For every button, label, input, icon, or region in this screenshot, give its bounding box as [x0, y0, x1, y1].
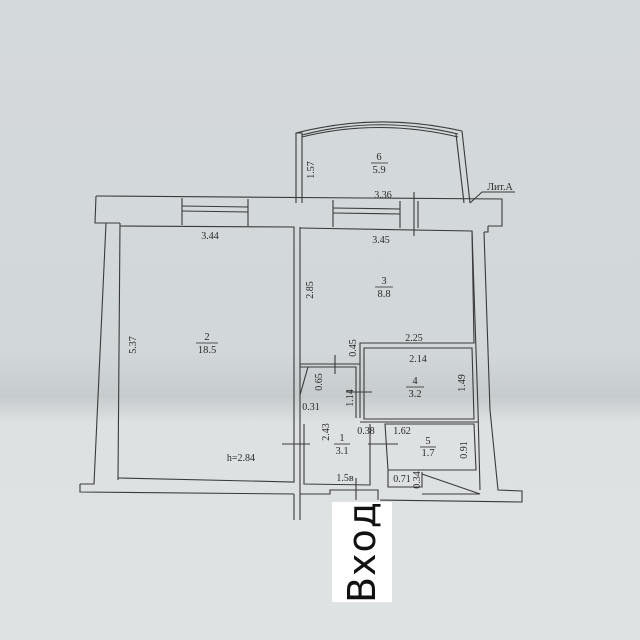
room-2-label: 2 18.5	[196, 332, 218, 356]
dim-balcony-depth: 1.57	[306, 161, 317, 179]
room-6-label: 6 5.9	[371, 152, 388, 176]
dim-room5-length: 0.91	[459, 441, 470, 459]
room-5-outline	[384, 423, 481, 495]
dim-room4-outer-width: 2.25	[405, 333, 423, 344]
dim-room4-length: 1.49	[457, 374, 468, 392]
svg-text:6: 6	[376, 152, 381, 163]
litera-label: Лит.А	[487, 182, 513, 193]
ceiling-height: h=2.84	[227, 453, 255, 464]
room-3-outline	[299, 226, 489, 418]
dim-room4-width: 2.14	[409, 354, 427, 365]
entry-label: Вход	[340, 500, 384, 604]
dim-niche-height: 0.65	[314, 373, 325, 391]
room-4-outline	[346, 347, 478, 423]
dim-room2-width: 3.44	[201, 231, 219, 242]
dim-room1-offset: 0.38	[357, 426, 375, 437]
room-4-label: 4 3.2	[406, 376, 424, 400]
room-1-outline	[282, 424, 398, 500]
dim-room3-width: 3.45	[372, 235, 390, 246]
dim-balcony-width: 3.36	[374, 190, 392, 201]
top-wall	[94, 192, 503, 236]
left-wall	[80, 222, 121, 485]
dim-room4-side: 1.14	[345, 389, 356, 407]
dim-room2-length: 5.37	[128, 336, 139, 354]
dim-room5-width: 1.62	[393, 426, 411, 437]
svg-text:8.8: 8.8	[377, 289, 390, 300]
room-3-label: 3 8.8	[375, 276, 393, 300]
dim-room1-length: 2.43	[321, 423, 332, 441]
svg-text:1: 1	[339, 433, 344, 444]
dim-niche-depth: 0.45	[348, 339, 359, 357]
svg-text:5: 5	[425, 436, 430, 447]
svg-text:4: 4	[412, 376, 418, 387]
room-5-label: 5 1.7	[420, 436, 436, 459]
dim-room3-length: 2.85	[305, 281, 316, 299]
dim-niche-width: 0.31	[302, 402, 320, 413]
svg-text:3.1: 3.1	[335, 446, 348, 457]
balcony-outline	[295, 121, 471, 204]
dim-room1-width: 1.5в	[336, 473, 354, 484]
room-2-outline	[117, 225, 301, 494]
svg-text:3.2: 3.2	[408, 389, 421, 400]
dim-room5-step-width: 0.71	[393, 474, 411, 485]
svg-text:1.7: 1.7	[421, 448, 434, 459]
entry-label-box	[332, 502, 392, 602]
right-wall	[379, 230, 523, 503]
litera-leader	[469, 191, 515, 204]
svg-text:5.9: 5.9	[372, 165, 385, 176]
niche-outline	[299, 355, 360, 418]
svg-text:2: 2	[204, 332, 209, 343]
bottom-wall	[79, 484, 379, 520]
dim-room5-step-depth: 0.34	[412, 471, 423, 489]
svg-text:3: 3	[381, 276, 386, 287]
svg-text:18.5: 18.5	[198, 345, 216, 356]
room-1-label: 1 3.1	[334, 433, 350, 457]
